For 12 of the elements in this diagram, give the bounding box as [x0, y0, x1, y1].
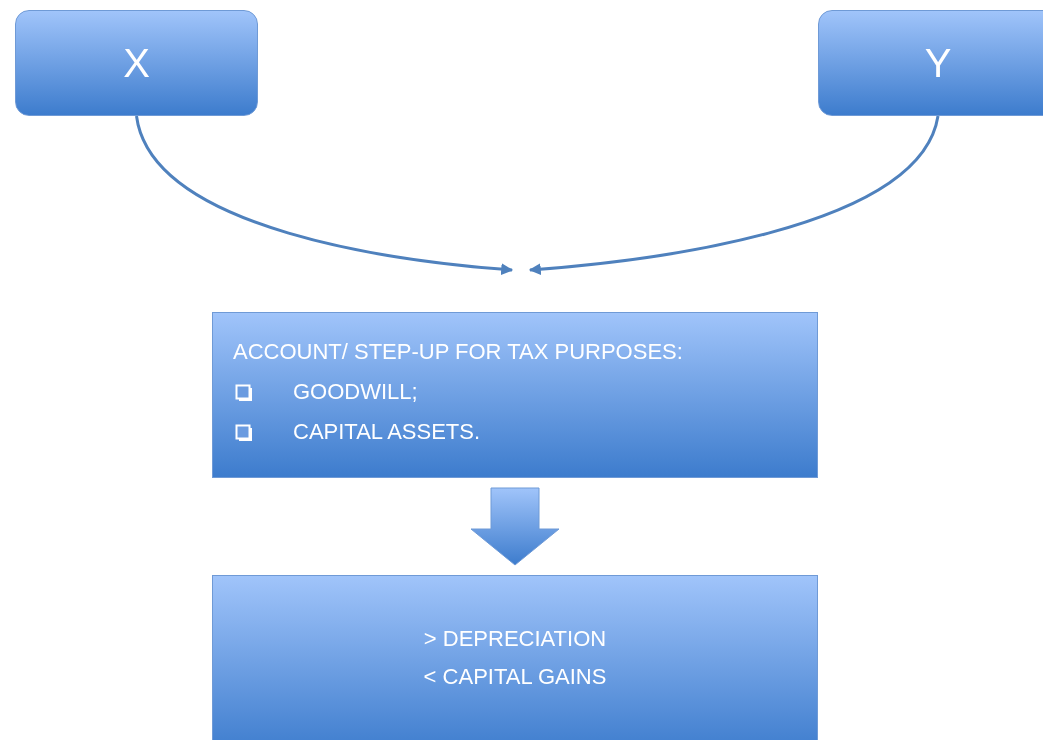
- curved-arrow: [135, 115, 514, 276]
- result-text: > DEPRECIATION: [422, 626, 608, 652]
- heading-text: ACCOUNT/ STEP-UP FOR TAX PURPOSES:: [233, 339, 683, 365]
- result-text: < CAPITAL GAINS: [422, 664, 608, 690]
- list-item-text: CAPITAL ASSETS.: [293, 419, 481, 445]
- curved-arrow: [528, 115, 940, 276]
- block-arrow: [470, 487, 560, 566]
- list-item-text: GOODWILL;: [293, 379, 418, 405]
- rounded-box: X: [15, 10, 258, 116]
- rounded-box: Y: [818, 10, 1043, 116]
- process-box: [212, 312, 818, 478]
- process-box: [212, 575, 818, 740]
